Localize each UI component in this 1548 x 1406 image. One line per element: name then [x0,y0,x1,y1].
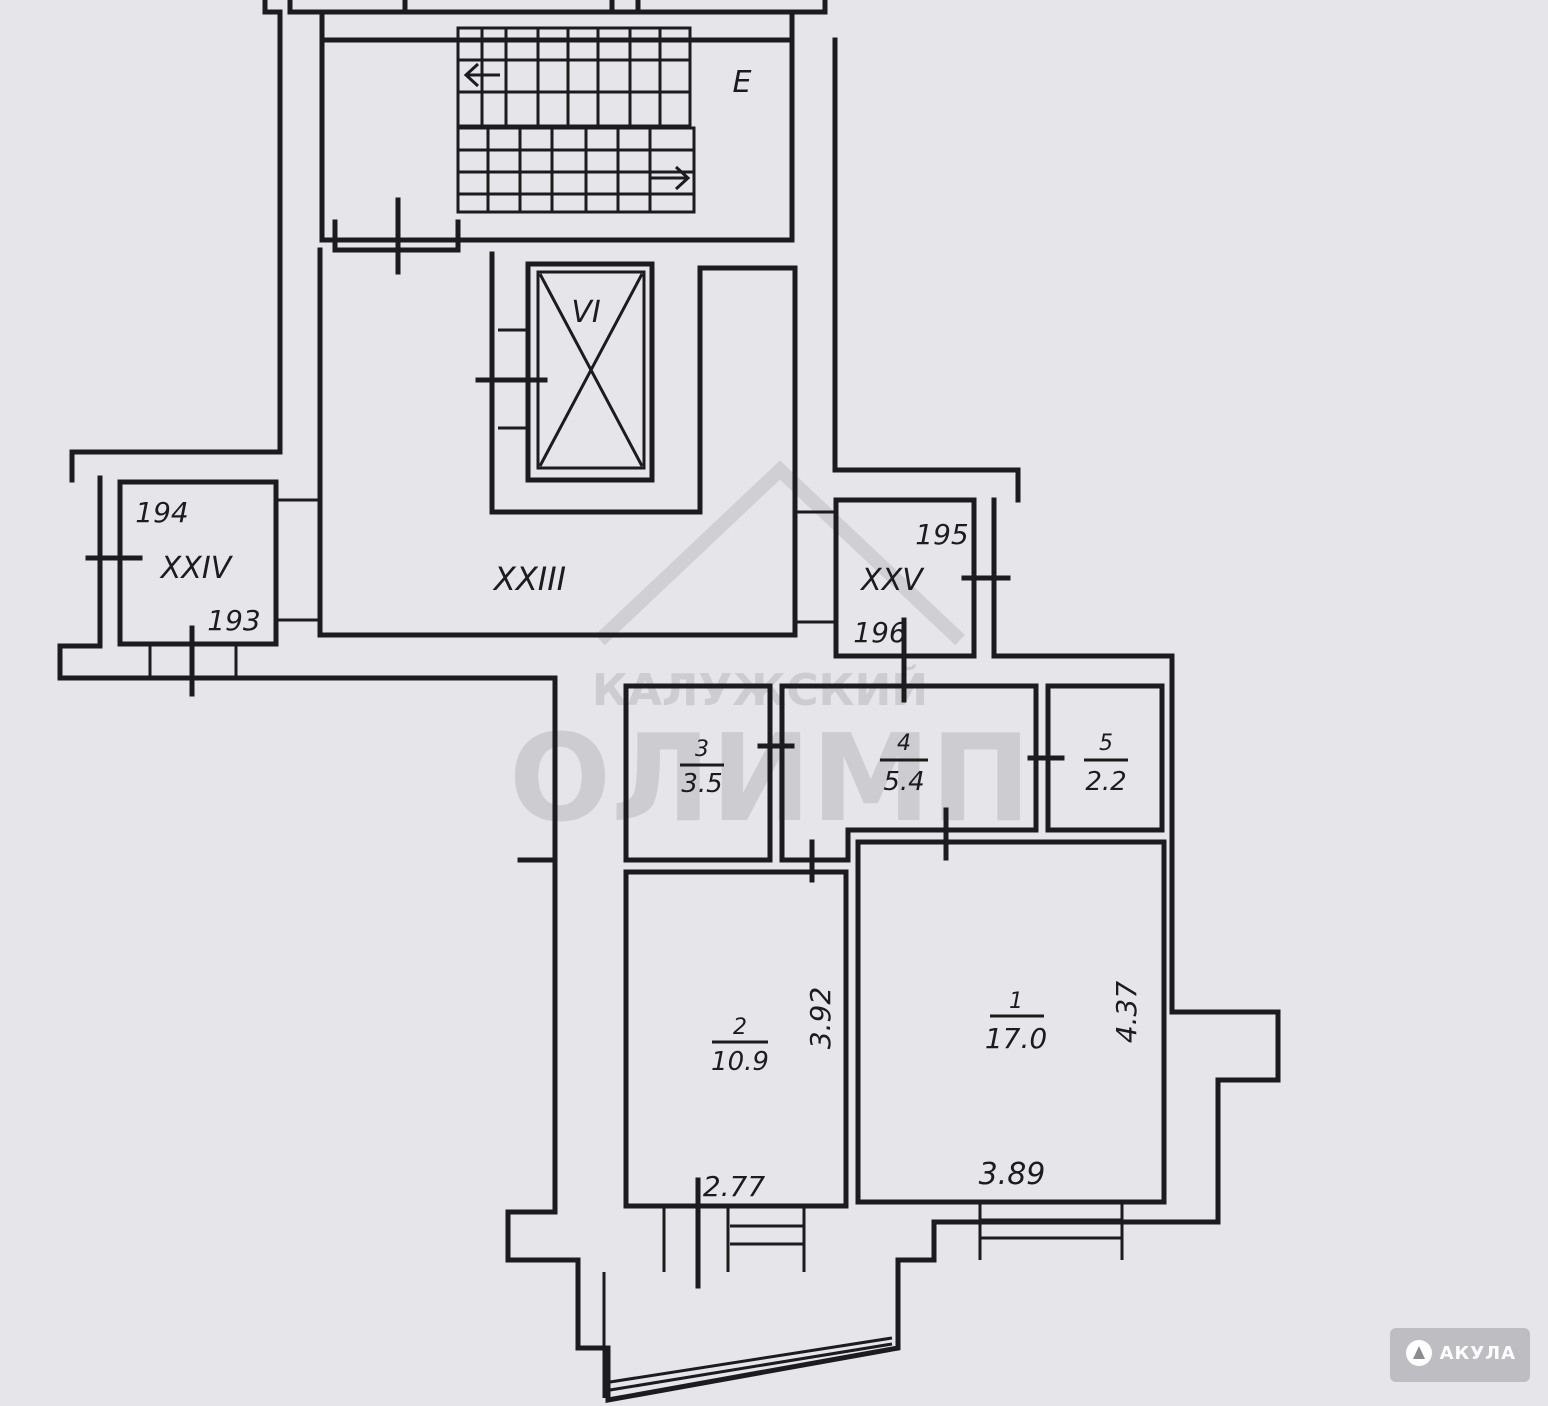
stair-down-arrow-icon [650,165,691,191]
stair-lower-treads [458,128,694,212]
watermark-line1: КАЛУЖСКИЙ [592,663,928,716]
brand-logo-text: АКУЛА [1439,1342,1516,1364]
brand-logo: АКУЛА [1405,1340,1516,1366]
elevator-label: VI [571,295,601,330]
stair-shaft-walls [69,0,1021,503]
room-1-area: 17.0 [985,1022,1047,1055]
room-1-number: 1 [1009,989,1023,1014]
room-4-area: 5.4 [883,767,924,797]
shark-logo-icon [1405,1340,1432,1366]
vestibule-xxiv: 194 XXIV 193 [57,475,558,865]
vestibule-right-label: XXV [859,563,925,598]
stair-label: E [733,65,752,100]
apartment-shell [505,857,1281,1403]
room-3: 3 3.5 [623,683,795,863]
door-number-196: 196 [853,616,906,649]
room-4-number: 4 [897,731,911,756]
door-number-194: 194 [135,496,188,529]
room-2-area: 10.9 [711,1047,769,1077]
stair-up-arrow-icon [463,62,500,88]
room-5-number: 5 [1099,731,1113,756]
vestibule-xxv: 195 XXV 196 [833,497,1175,1013]
vestibule-left-label: XXIV [159,551,234,586]
room-5: 5 2.2 [1027,683,1165,833]
room-2-width-dimension: 2.77 [703,1170,766,1203]
room-1: 1 17.0 4.37 3.89 [855,839,1167,1260]
hall-xxiii: VI XXIII [278,247,835,638]
room-3-area: 3.5 [681,769,722,799]
door-number-195: 195 [915,518,968,551]
room-2-height-dimension: 3.92 [804,987,837,1049]
room-4: 4 5.4 [779,683,1039,883]
hall-label: XXIII [492,560,566,598]
stair-upper-treads [458,28,690,126]
watermark-roof-icon [595,460,965,646]
door-number-193: 193 [207,604,260,637]
room-3-number: 3 [695,737,709,762]
room-2-number: 2 [733,1015,747,1040]
stair-e: E [319,9,795,243]
room-1-width-dimension: 3.89 [979,1157,1046,1192]
room-2: 2 10.9 3.92 2.77 [623,869,849,1289]
room-5-area: 2.2 [1085,767,1126,797]
stair-door [332,197,461,275]
room-1-height-dimension: 4.37 [1110,981,1143,1044]
